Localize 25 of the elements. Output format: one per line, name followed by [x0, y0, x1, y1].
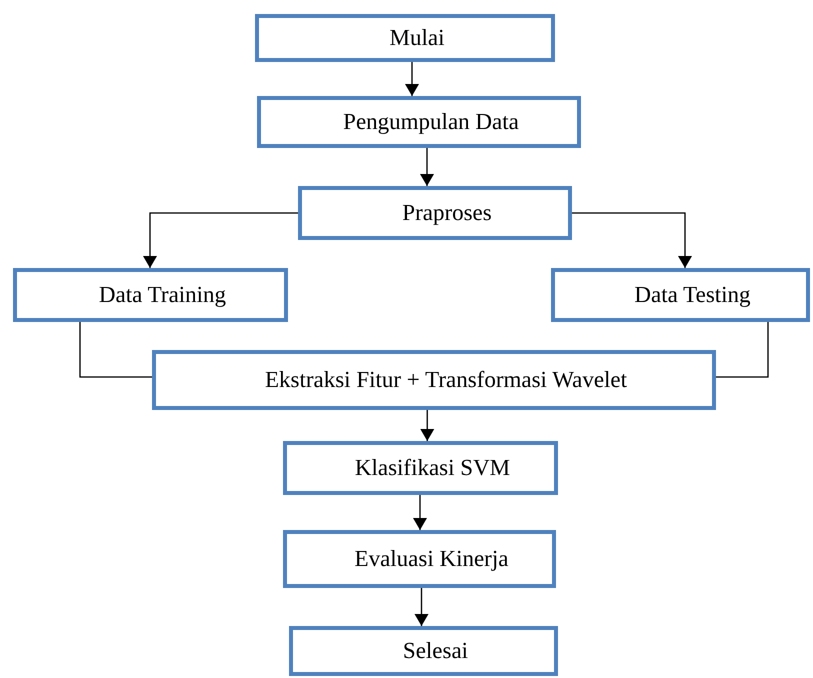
- process-box: [283, 530, 556, 588]
- arrow: [572, 212, 692, 268]
- step-label: Pengumpulan Data: [343, 108, 519, 136]
- process-box: [298, 186, 572, 240]
- step-label: Data Testing: [634, 280, 751, 309]
- process-box: [13, 268, 288, 322]
- step-label: Evaluasi Kinerja: [354, 544, 508, 573]
- process-box: [283, 441, 558, 495]
- arrow: [413, 495, 427, 530]
- arrow: [143, 212, 298, 268]
- process-box: [152, 350, 716, 410]
- process-box: [257, 96, 581, 148]
- arrow: [414, 588, 428, 626]
- step-label: Mulai: [390, 24, 444, 52]
- arrow: [420, 148, 434, 186]
- arrow: [420, 410, 434, 441]
- arrow: [405, 62, 419, 96]
- step-label: Data Training: [98, 280, 226, 309]
- process-box: [255, 14, 555, 62]
- step-label: Ekstraksi Fitur + Transformasi Wavelet: [264, 366, 628, 394]
- process-box: [289, 626, 558, 676]
- process-box: [551, 268, 810, 322]
- step-label: Selesai: [402, 636, 468, 665]
- step-label: Klasifikasi SVM: [354, 454, 510, 482]
- step-label: Praproses: [402, 198, 492, 227]
